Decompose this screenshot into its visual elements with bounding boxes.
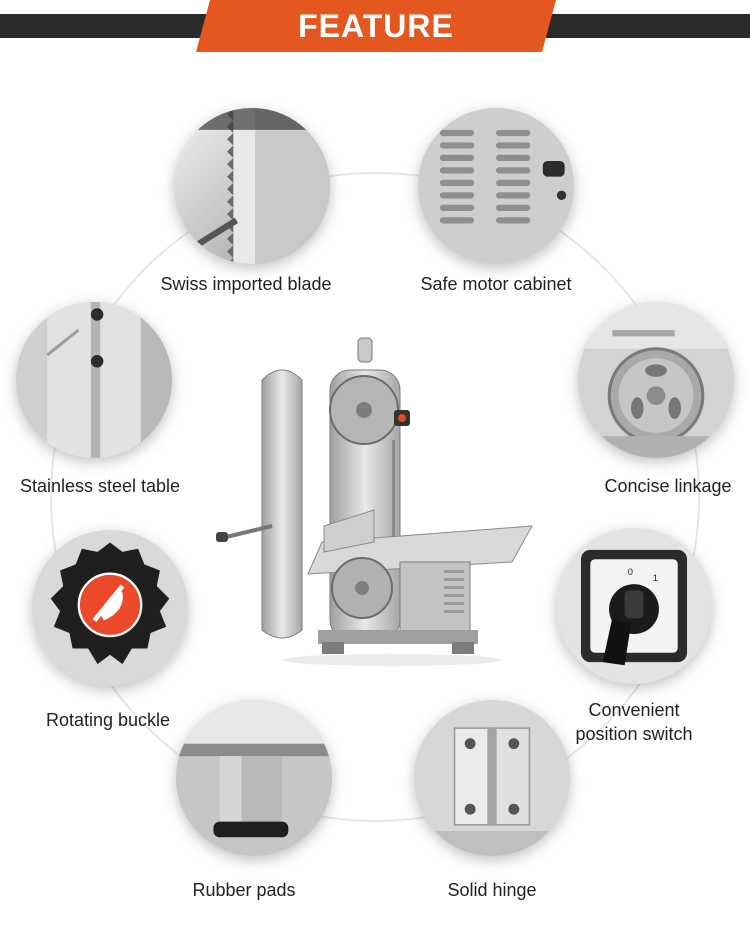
hinge-image bbox=[414, 700, 570, 856]
feature-label-hinge: Solid hinge bbox=[447, 880, 537, 900]
switch-mark-off: 0 bbox=[628, 567, 633, 577]
feature-ring bbox=[50, 172, 700, 822]
motor-cabinet-image bbox=[418, 108, 574, 264]
feature-label-table: Stainless steel table bbox=[19, 476, 181, 496]
switch-photo: 0 1 bbox=[556, 528, 712, 684]
feature-label-blade: Swiss imported blade bbox=[160, 274, 332, 294]
steel-table-photo bbox=[16, 302, 172, 458]
page-title: FEATURE bbox=[298, 7, 454, 44]
hinge-photo bbox=[414, 700, 570, 856]
feature-label-motor: Safe motor cabinet bbox=[420, 274, 572, 294]
feature-label-switch-2: position switch bbox=[575, 724, 693, 744]
bone-saw-image bbox=[216, 337, 533, 666]
buckle-photo bbox=[32, 530, 188, 686]
switch-image: 0 1 bbox=[556, 528, 712, 684]
rubber-pads-photo bbox=[176, 700, 332, 856]
linkage-image bbox=[578, 302, 734, 458]
blade-photo bbox=[174, 108, 330, 264]
header-badge: FEATURE bbox=[196, 0, 556, 52]
steel-table-image bbox=[16, 302, 172, 458]
blade-image bbox=[174, 108, 330, 264]
feature-label-switch-1: Convenient bbox=[588, 700, 680, 720]
rubber-pads-image bbox=[176, 700, 332, 856]
motor-cabinet-photo bbox=[418, 108, 574, 264]
feature-label-buckle: Rotating buckle bbox=[45, 710, 171, 730]
feature-label-linkage: Concise linkage bbox=[604, 476, 732, 496]
feature-label-pads: Rubber pads bbox=[192, 880, 296, 900]
buckle-image bbox=[32, 530, 188, 686]
switch-mark-on: 1 bbox=[653, 573, 658, 583]
bone-saw-machine bbox=[212, 330, 552, 670]
linkage-photo bbox=[578, 302, 734, 458]
